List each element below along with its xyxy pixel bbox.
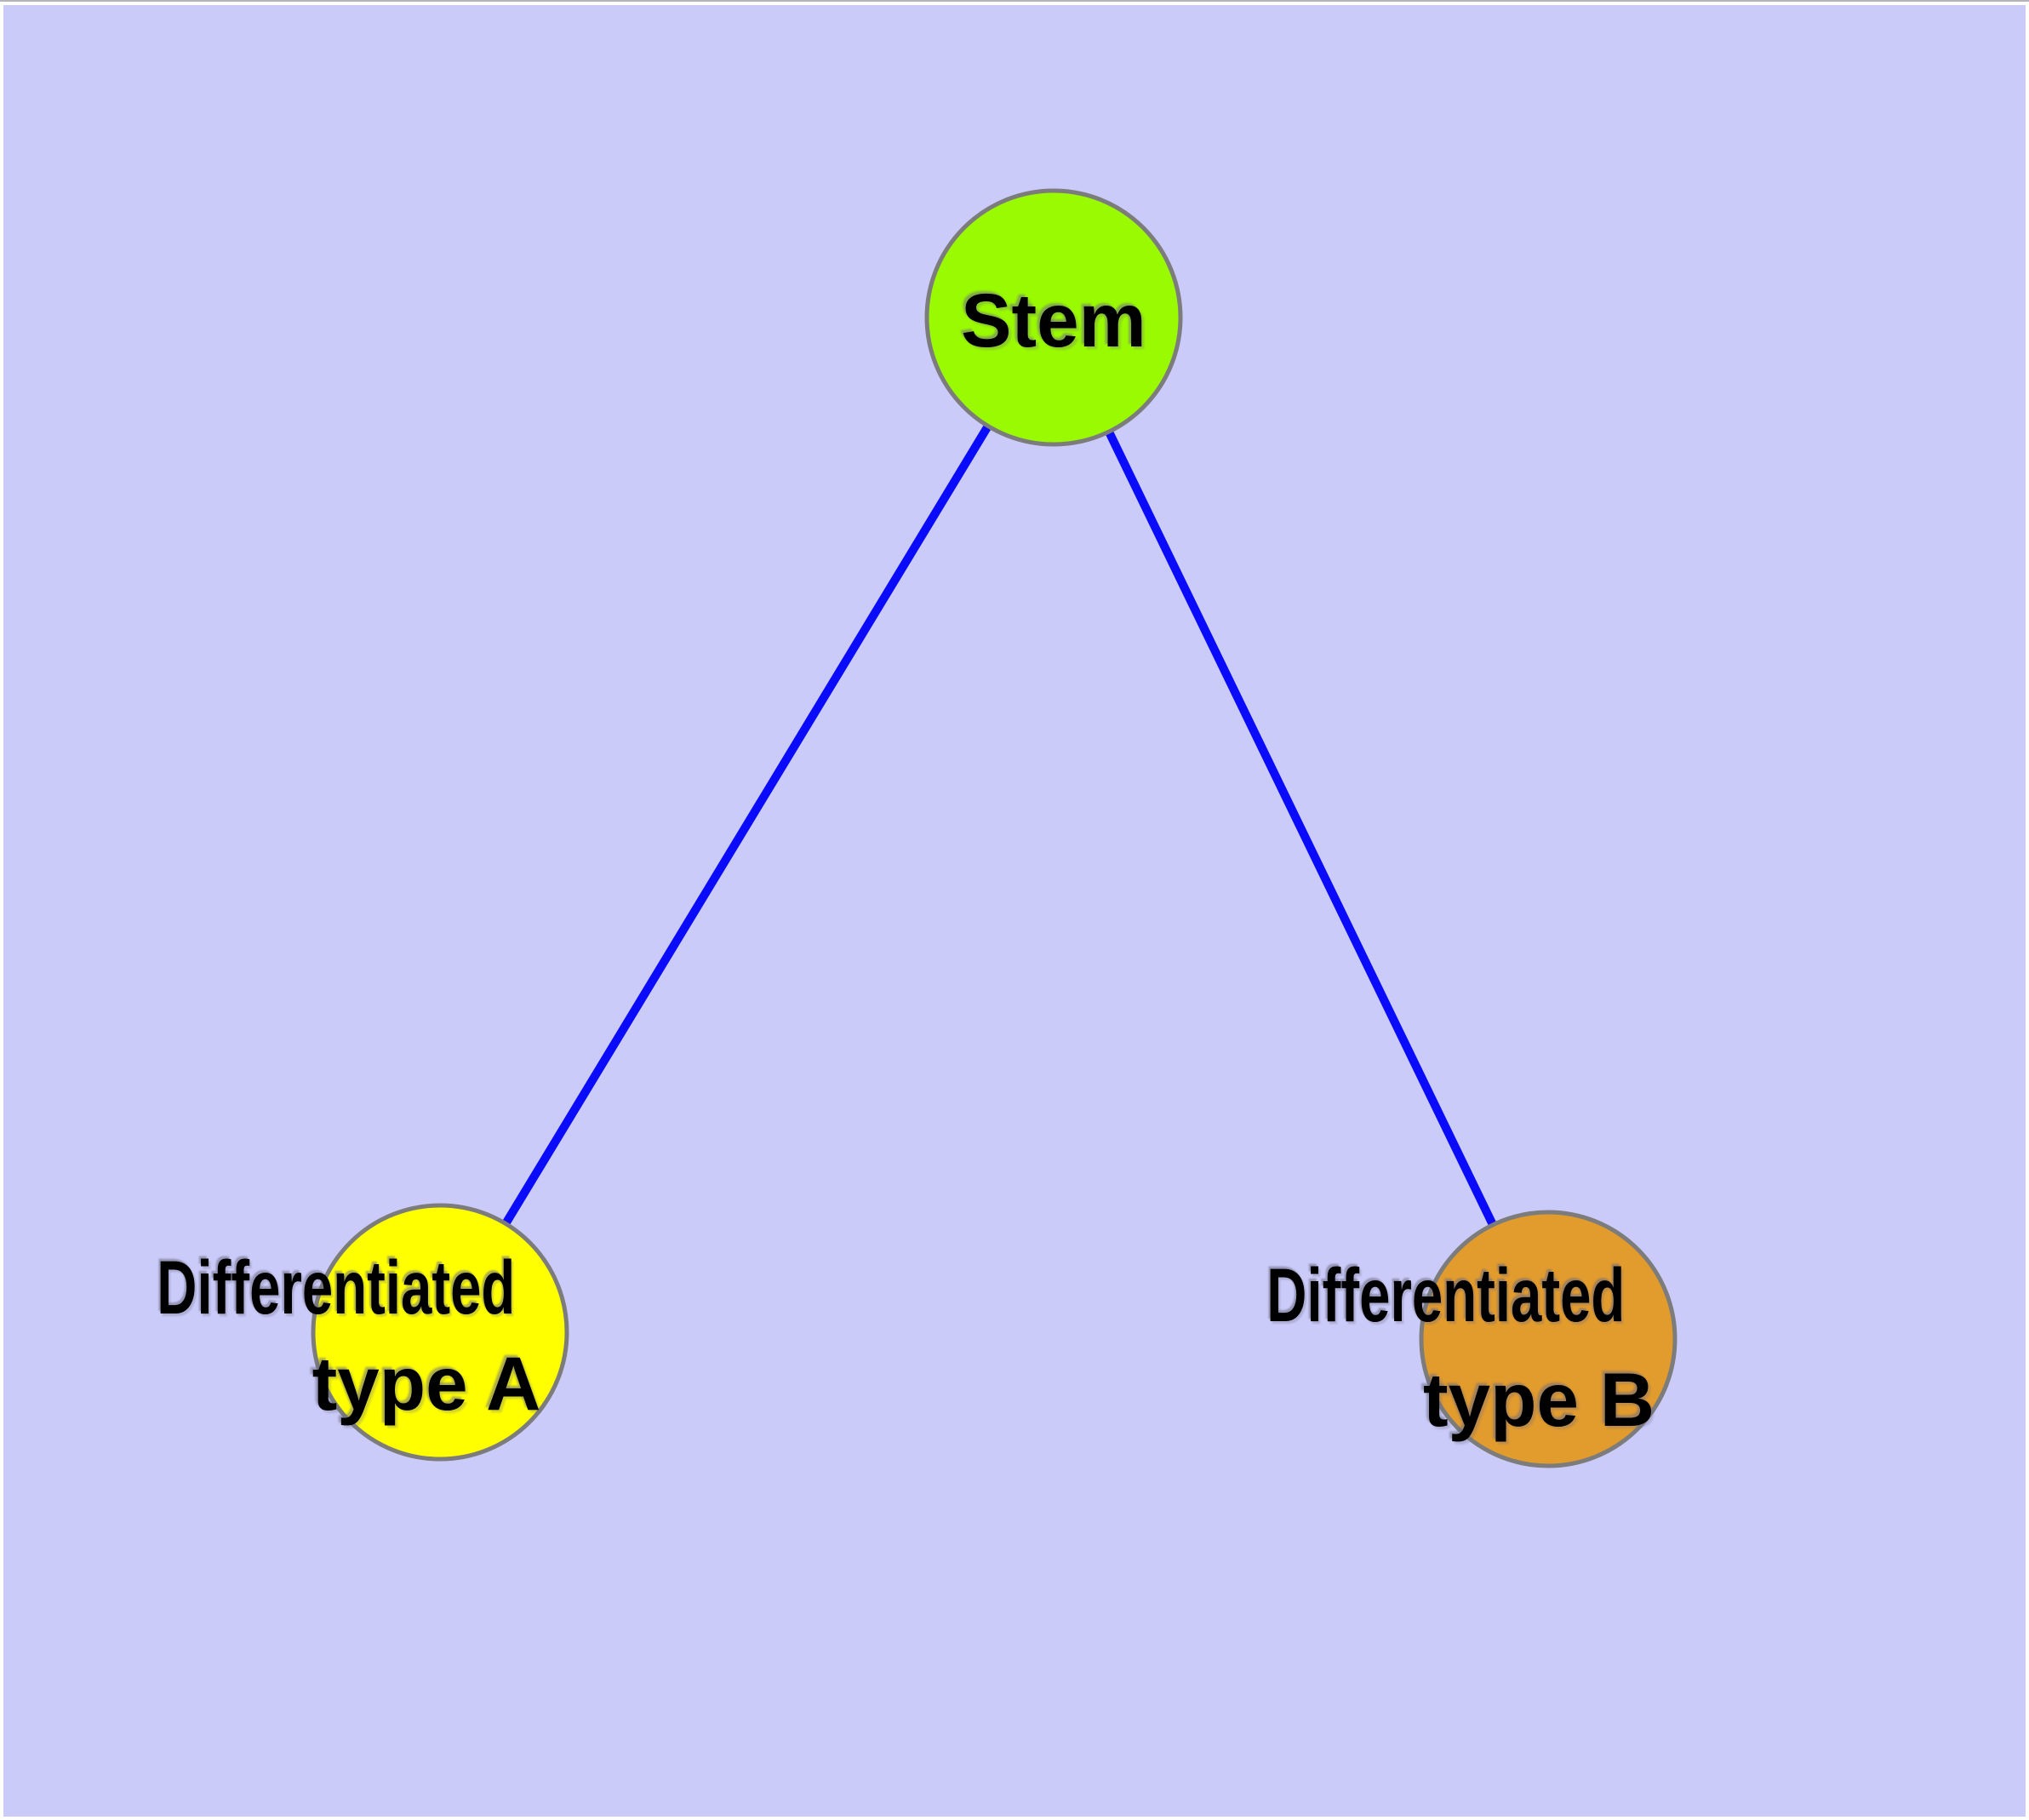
window-top-border: [0, 0, 2029, 2]
edge-stem-to-type-a: [436, 315, 1058, 1335]
node-differentiated-type-a: [311, 1203, 569, 1462]
edge-stem-to-type-b: [1049, 315, 1552, 1342]
node-stem: [924, 188, 1183, 447]
node-differentiated-type-b: [1419, 1210, 1677, 1468]
